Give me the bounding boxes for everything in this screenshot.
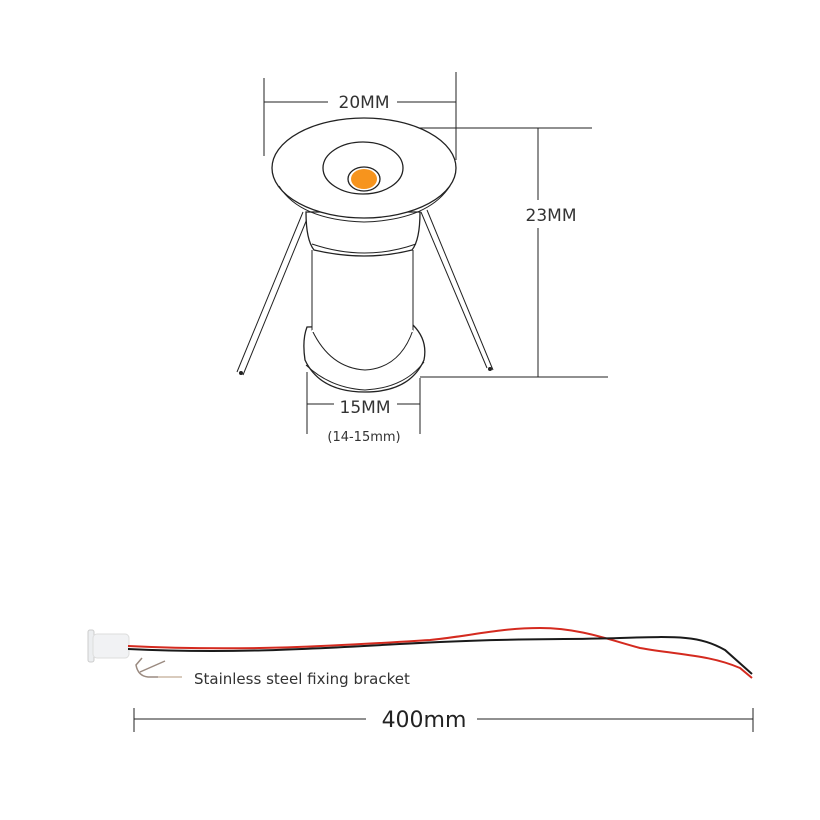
downlight-body bbox=[271, 117, 457, 393]
height-label: 23MM bbox=[526, 206, 577, 226]
led-chip bbox=[351, 169, 377, 189]
bottom-width-range-label: (14-15mm) bbox=[327, 430, 400, 445]
black-wire bbox=[127, 636, 753, 675]
top-width-dimension: 20MM bbox=[263, 72, 457, 160]
cable-length-dimension: 400mm bbox=[133, 708, 754, 733]
spring-clip-legs bbox=[236, 209, 494, 376]
bracket-label: Stainless steel fixing bracket bbox=[194, 670, 410, 688]
red-wire bbox=[127, 626, 753, 679]
height-dimension: 23MM bbox=[418, 127, 608, 378]
bottom-width-dimension: 15MM (14-15mm) bbox=[306, 372, 421, 445]
fixing-bracket bbox=[135, 657, 166, 678]
cable-length-label: 400mm bbox=[382, 708, 467, 733]
cable-assembly: Stainless steel fixing bracket bbox=[87, 626, 753, 688]
bottom-width-label: 15MM bbox=[340, 398, 391, 418]
top-width-label: 20MM bbox=[339, 93, 390, 113]
